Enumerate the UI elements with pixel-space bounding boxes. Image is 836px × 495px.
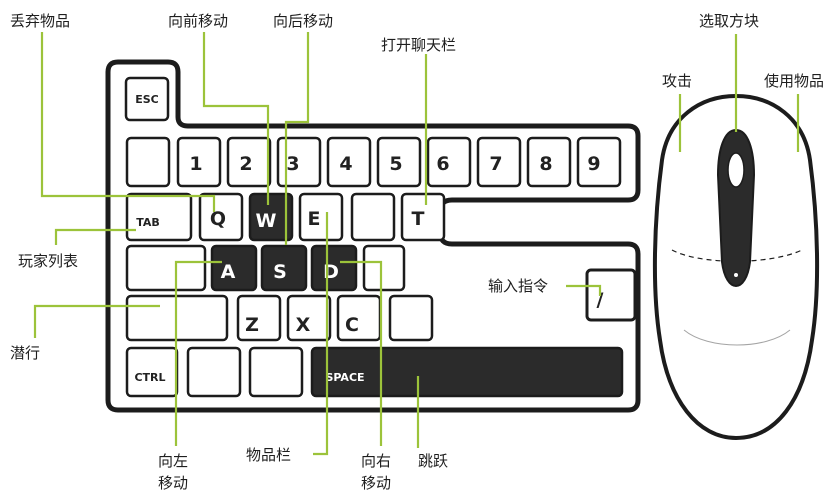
label-command: 输入指令 bbox=[488, 277, 548, 295]
leader-move-back bbox=[284, 32, 310, 245]
label-move-left-line1: 向左 bbox=[158, 452, 188, 470]
label-move-back: 向后移动 bbox=[273, 12, 333, 30]
key-tab-label: TAB bbox=[136, 216, 160, 229]
label-move-forward: 向前移动 bbox=[168, 12, 228, 30]
mouse-wheel bbox=[716, 128, 756, 288]
label-player-list: 玩家列表 bbox=[18, 252, 78, 270]
key-ctrl-label: CTRL bbox=[134, 371, 165, 384]
leader-move-right bbox=[340, 260, 383, 446]
qwerty-row: TAB Q W E T bbox=[125, 192, 446, 242]
key-w-label: W bbox=[256, 210, 277, 232]
key-esc-label: ESC bbox=[135, 93, 159, 106]
key-2-label: 2 bbox=[239, 153, 252, 175]
key-8-label: 8 bbox=[539, 153, 552, 175]
label-use-item: 使用物品 bbox=[764, 72, 824, 90]
key-d-label: D bbox=[323, 261, 339, 283]
key-slash-label: / bbox=[597, 289, 604, 311]
label-move-right-line2: 移动 bbox=[361, 474, 391, 492]
key-z-label: Z bbox=[245, 314, 259, 336]
bottom-row: CTRL SPACE bbox=[125, 346, 624, 398]
key-s-label: S bbox=[273, 261, 287, 283]
key-6-label: 6 bbox=[436, 153, 449, 175]
label-jump: 跳跃 bbox=[418, 452, 448, 470]
label-move-right-line1: 向右 bbox=[361, 452, 391, 470]
key-esc: ESC bbox=[124, 76, 170, 122]
leader-command bbox=[566, 284, 602, 296]
leader-hotbar bbox=[313, 212, 329, 456]
key-space-label: SPACE bbox=[325, 371, 364, 384]
leader-sneak bbox=[33, 304, 160, 338]
mouse bbox=[652, 93, 820, 441]
label-drop-item: 丢弃物品 bbox=[10, 12, 70, 30]
key-9-label: 9 bbox=[587, 153, 600, 175]
key-1-label: 1 bbox=[189, 153, 202, 175]
label-hotbar: 物品栏 bbox=[246, 446, 291, 464]
key-slash: / bbox=[585, 268, 637, 322]
leader-lines bbox=[33, 32, 800, 456]
key-3-label: 3 bbox=[286, 153, 299, 175]
number-row: 1 2 3 4 5 6 7 8 9 bbox=[125, 136, 622, 188]
key-x-label: X bbox=[296, 314, 311, 336]
leader-player-list bbox=[54, 228, 136, 245]
leader-move-forward bbox=[202, 32, 270, 205]
key-e-label: E bbox=[308, 208, 321, 230]
labels: 丢弃物品 向前移动 向后移动 打开聊天栏 选取方块 攻击 使用物品 玩家列表 输… bbox=[10, 12, 824, 492]
label-sneak: 潜行 bbox=[10, 344, 40, 362]
label-open-chat: 打开聊天栏 bbox=[381, 36, 456, 54]
key-a-label: A bbox=[221, 261, 236, 283]
key-q-label: Q bbox=[210, 208, 226, 230]
label-move-left-line2: 移动 bbox=[158, 474, 188, 492]
asdf-row: A S D bbox=[125, 244, 406, 292]
key-5-label: 5 bbox=[389, 153, 402, 175]
key-4-label: 4 bbox=[339, 153, 352, 175]
leader-drop-item bbox=[40, 32, 216, 212]
key-7-label: 7 bbox=[489, 153, 502, 175]
leader-move-left bbox=[174, 260, 222, 446]
label-attack: 攻击 bbox=[662, 72, 692, 90]
key-t-label: T bbox=[412, 208, 425, 230]
label-pick-block: 选取方块 bbox=[699, 12, 759, 30]
key-c-label: C bbox=[345, 314, 359, 336]
